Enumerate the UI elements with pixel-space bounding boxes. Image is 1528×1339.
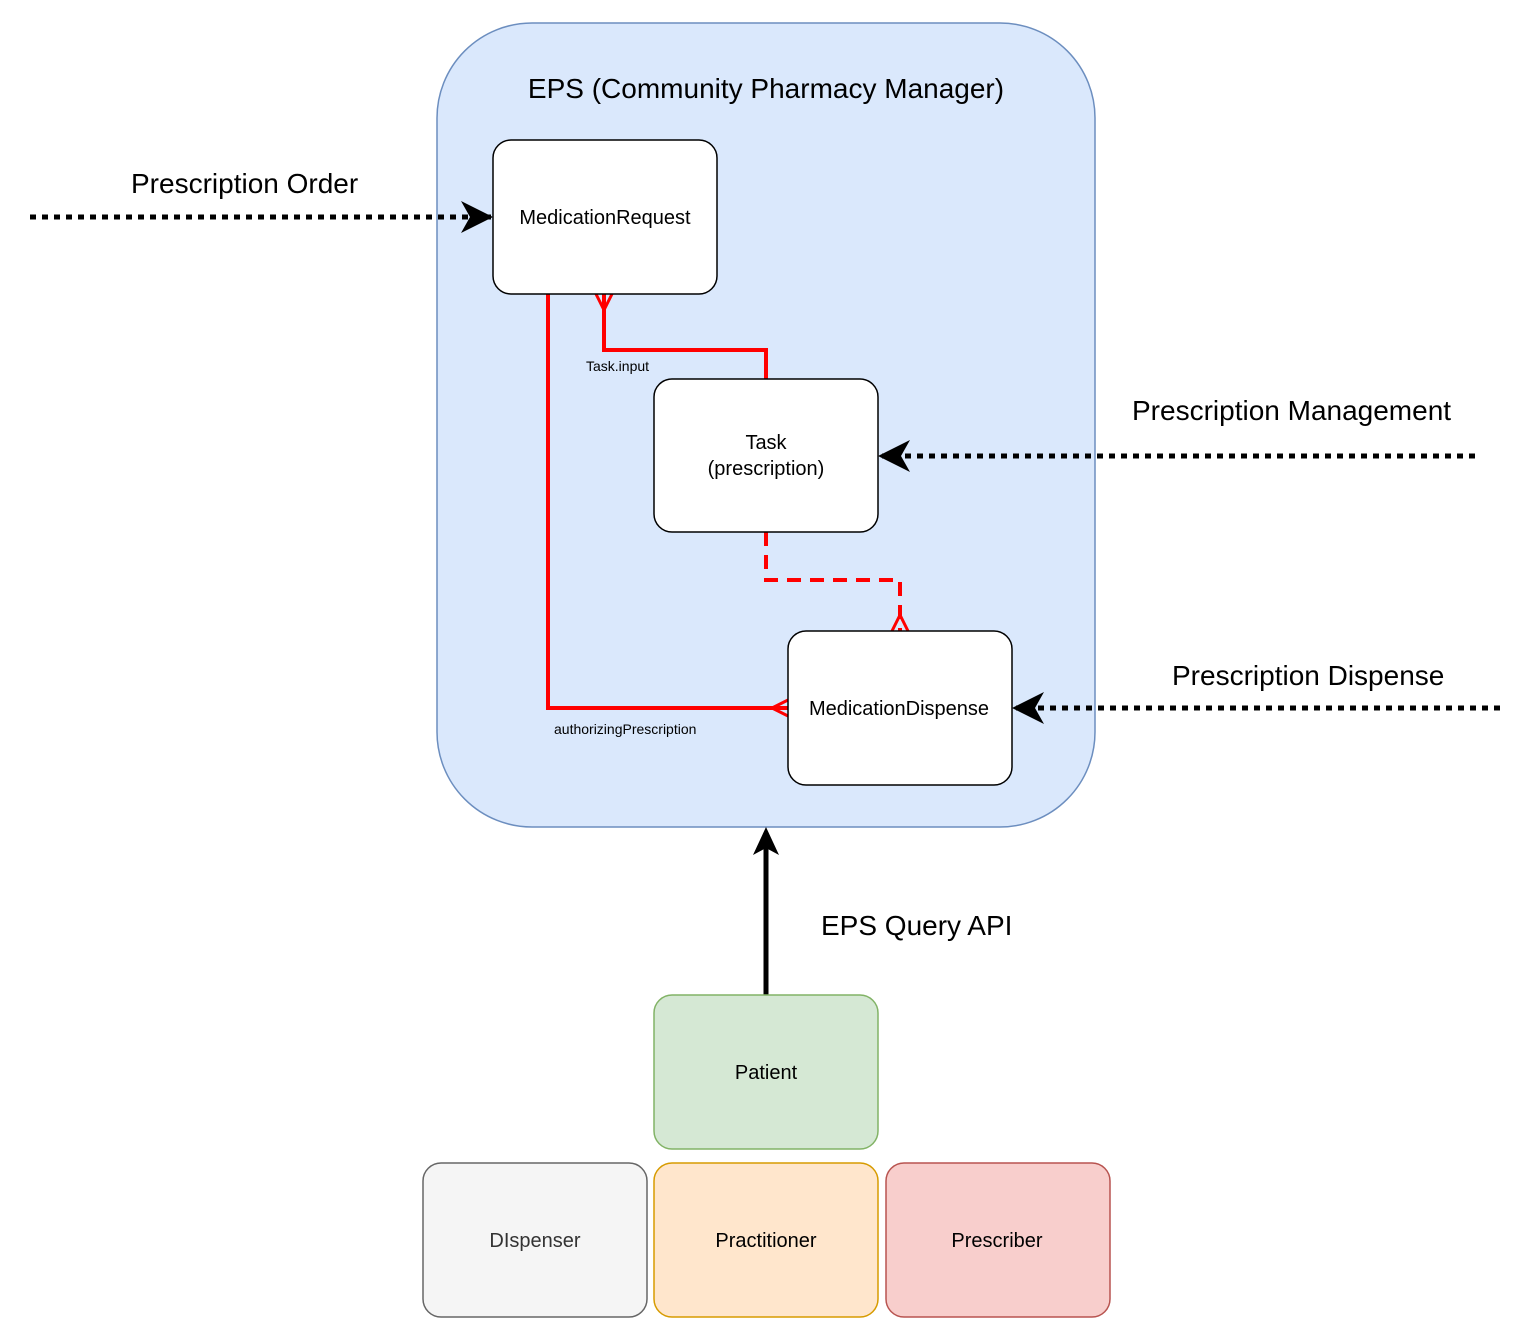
dispenser-label: DIspenser xyxy=(489,1230,580,1252)
eps-query-api-label: EPS Query API xyxy=(821,910,1012,941)
task-dispense-dashed-edge xyxy=(764,532,902,631)
prescription-dispense-arrowhead-icon xyxy=(1012,692,1044,724)
authorizing-prescription-label: authorizingPrescription xyxy=(554,721,696,737)
task-label-line2: (prescription) xyxy=(708,458,825,480)
prescription-dispense-label: Prescription Dispense xyxy=(1172,660,1444,691)
task-label-line1: Task xyxy=(745,432,787,454)
patient-box xyxy=(653,994,879,1150)
medication-dispense-label: MedicationDispense xyxy=(809,698,989,720)
task-input-label: Task.input xyxy=(586,358,649,374)
medication-request-label: MedicationRequest xyxy=(519,207,691,229)
prescription-order-arrowhead-icon xyxy=(461,201,493,233)
authorizing-prescription-crowfoot-icon xyxy=(764,698,789,718)
dispenser-box xyxy=(422,1162,648,1318)
prescriber-box xyxy=(885,1162,1111,1318)
task-dispense-crowfoot-icon xyxy=(890,611,910,632)
eps-container-title: EPS (Community Pharmacy Manager) xyxy=(528,73,1004,104)
task-input-edge xyxy=(602,294,768,379)
prescription-order-label: Prescription Order xyxy=(131,168,358,199)
task-box xyxy=(653,378,879,533)
task-input-crowfoot-icon xyxy=(594,293,614,318)
patient-label: Patient xyxy=(735,1062,798,1084)
prescriber-label: Prescriber xyxy=(951,1230,1042,1252)
prescription-management-arrowhead-icon xyxy=(878,440,910,472)
practitioner-box xyxy=(653,1162,879,1318)
authorizing-prescription-edge xyxy=(546,294,788,710)
prescription-management-label: Prescription Management xyxy=(1132,395,1451,426)
practitioner-label: Practitioner xyxy=(715,1230,816,1252)
eps-query-api-arrowhead-icon xyxy=(753,827,779,855)
